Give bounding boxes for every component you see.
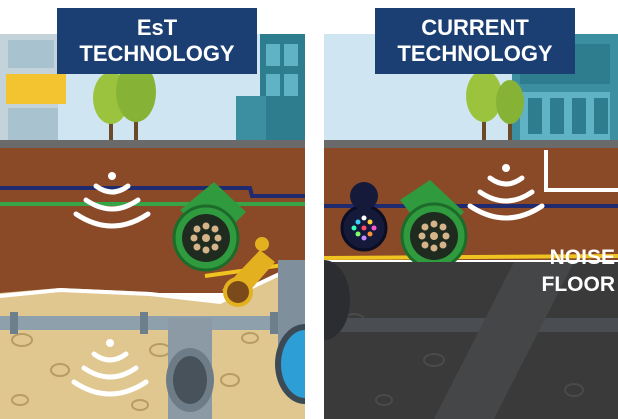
- title-line: TECHNOLOGY: [397, 41, 553, 66]
- fiber-bundle-icon: [351, 215, 377, 241]
- building-icon: [0, 34, 305, 149]
- signal-waves-icon: [467, 164, 545, 221]
- noise-label-line: FLOOR: [541, 273, 616, 296]
- title-line: CURRENT: [421, 15, 529, 40]
- signal-waves-icon: [73, 172, 151, 229]
- title-line: EsT: [136, 15, 178, 40]
- green-fiber-pipe: [400, 180, 468, 270]
- fiber-bundle-icon: [190, 222, 222, 254]
- noise-label-line: NOISE: [549, 246, 615, 269]
- est-technology-title: EsT TECHNOLOGY: [57, 8, 257, 74]
- current-technology-title: CURRENT TECHNOLOGY: [375, 8, 575, 74]
- title-line: TECHNOLOGY: [79, 41, 235, 66]
- tree-icon: [466, 70, 524, 140]
- yellow-pipe: [222, 237, 275, 307]
- small-fiber-pipe: [340, 182, 388, 252]
- est-technology-panel: [0, 0, 305, 419]
- grey-pipe: [166, 318, 214, 419]
- noise-floor-label: NOISE FLOOR: [515, 244, 616, 298]
- green-fiber-pipe: [172, 182, 246, 272]
- blue-pipe: [275, 260, 305, 404]
- signal-waves-icon: [71, 339, 149, 397]
- est-scene-illustration: [0, 34, 305, 419]
- fiber-bundle-icon: [418, 220, 450, 252]
- tree-icon: [93, 62, 156, 140]
